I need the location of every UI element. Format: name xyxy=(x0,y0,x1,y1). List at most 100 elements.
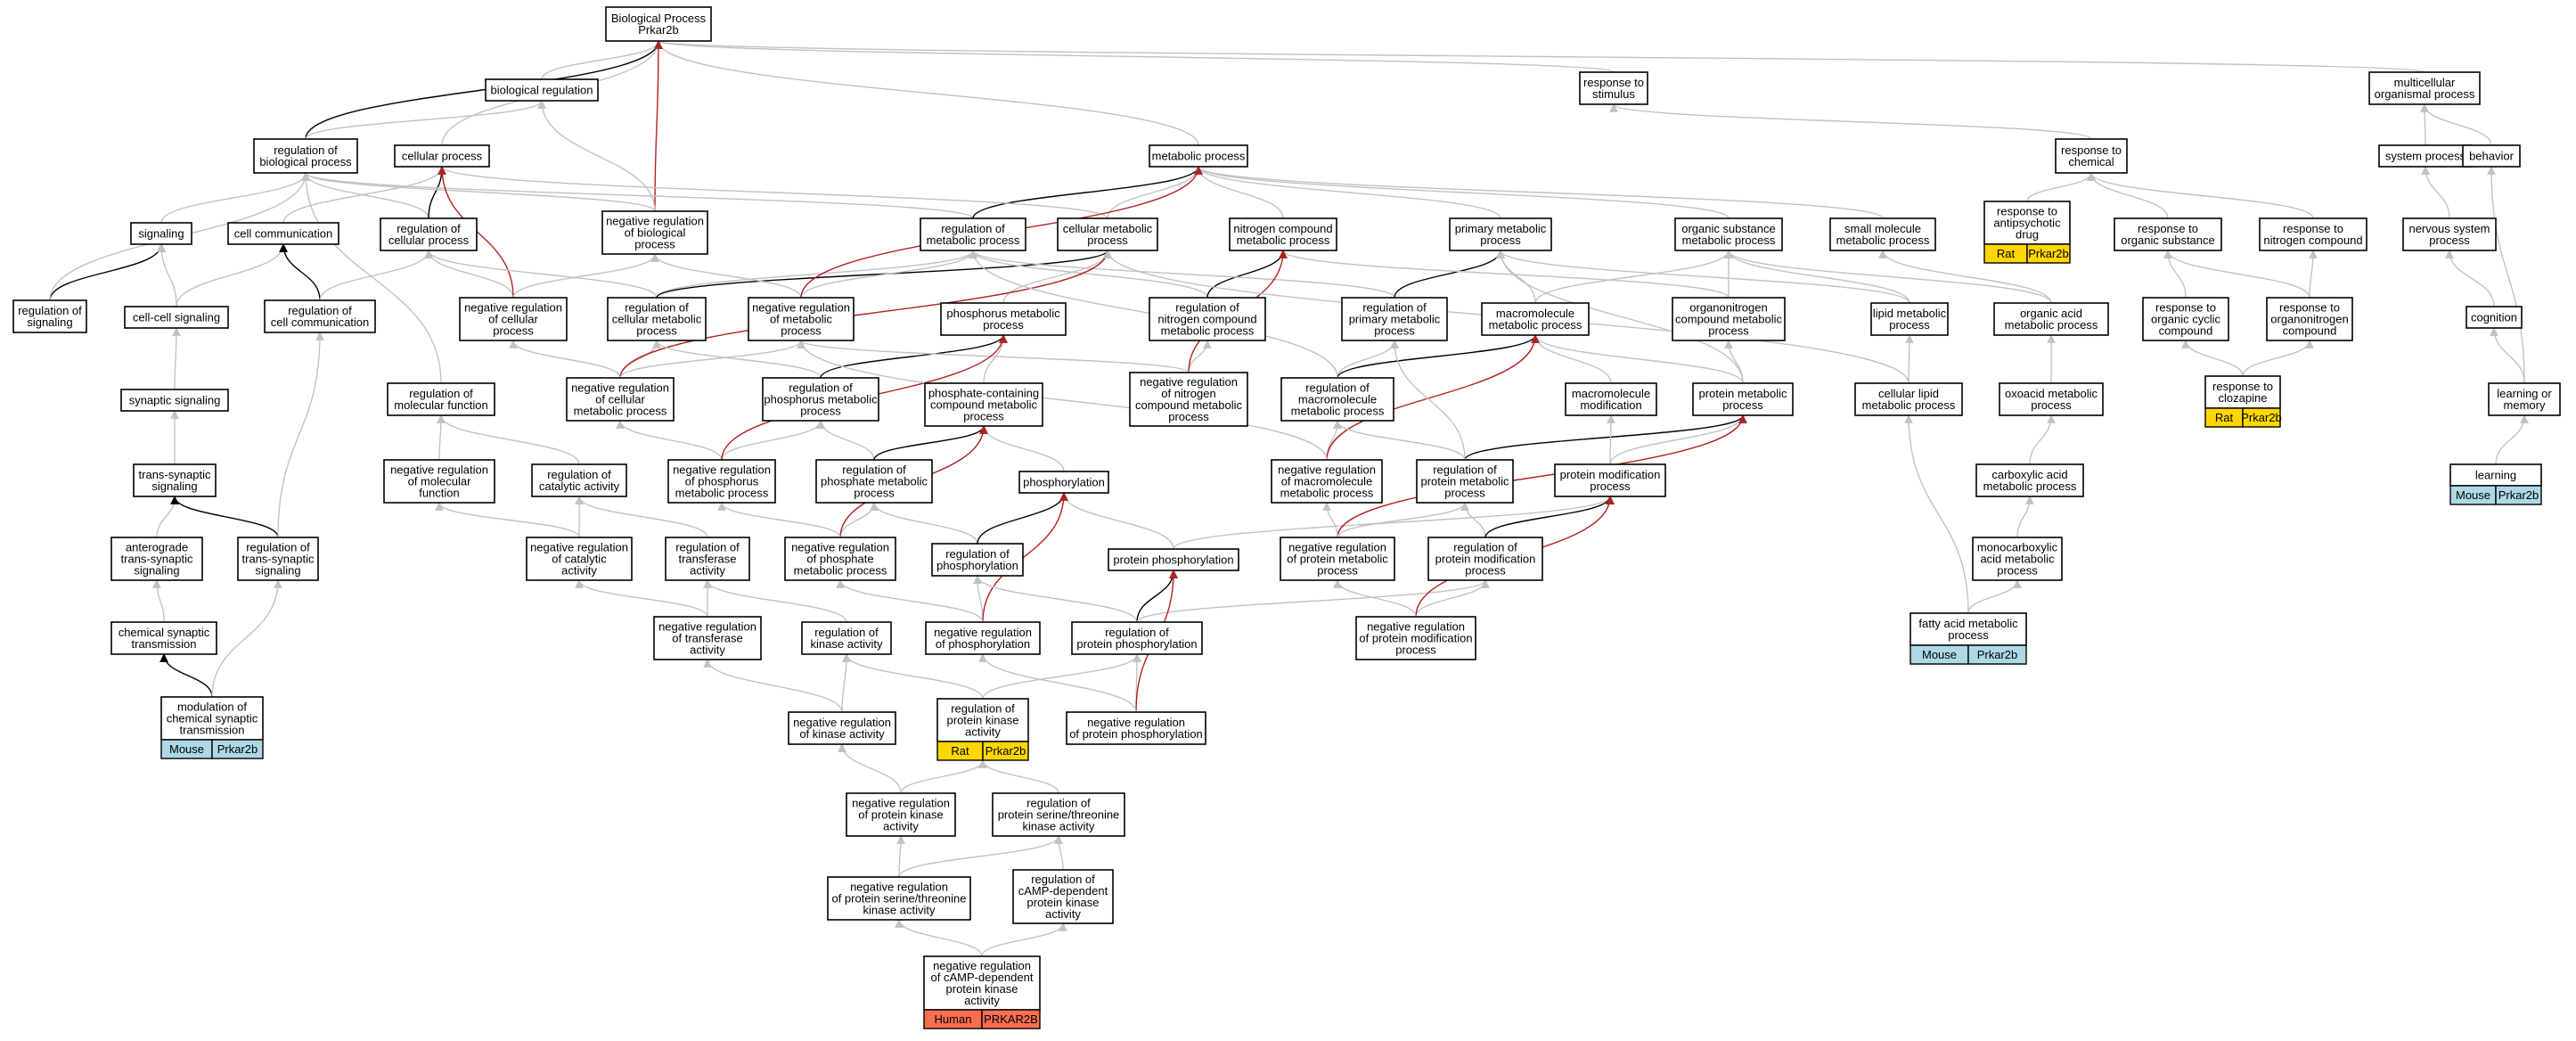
node-label-line: of kinase activity xyxy=(799,727,885,741)
node-label-line: primary metabolic xyxy=(1455,222,1547,235)
node-label-line: transmission xyxy=(180,724,245,737)
go-term-synsig[interactable]: synaptic signaling xyxy=(120,389,229,412)
go-term-protphos[interactable]: protein phosphorylation xyxy=(1108,548,1239,571)
node-label-line: primary metabolic xyxy=(1349,313,1441,326)
node-label-line: negative regulation xyxy=(673,463,771,477)
go-term-signaling[interactable]: signaling xyxy=(130,222,192,245)
go-term-metab[interactable]: metabolic process xyxy=(1149,144,1248,168)
go-term-bioreg[interactable]: biological regulation xyxy=(485,78,599,102)
go-term-phosphorylation[interactable]: phosphorylation xyxy=(1018,471,1109,494)
node-label-line: trans-synaptic xyxy=(139,468,211,481)
node-label-line: lipid metabolic xyxy=(1873,307,1947,320)
go-term-sysproc[interactable]: system process xyxy=(2378,144,2473,168)
go-term-cellproc[interactable]: cellular process xyxy=(394,144,490,168)
go-term-cognition[interactable]: cognition xyxy=(2466,306,2523,329)
node-box xyxy=(253,138,358,174)
go-term-cellcellsig[interactable]: cell-cell signaling xyxy=(124,306,229,329)
svg-text:Mouse: Mouse xyxy=(1922,648,1957,661)
go-term-behavior[interactable]: behavior xyxy=(2462,144,2521,168)
node-box xyxy=(1057,217,1158,251)
go-term-cellcomm[interactable]: cell communication xyxy=(227,222,339,245)
